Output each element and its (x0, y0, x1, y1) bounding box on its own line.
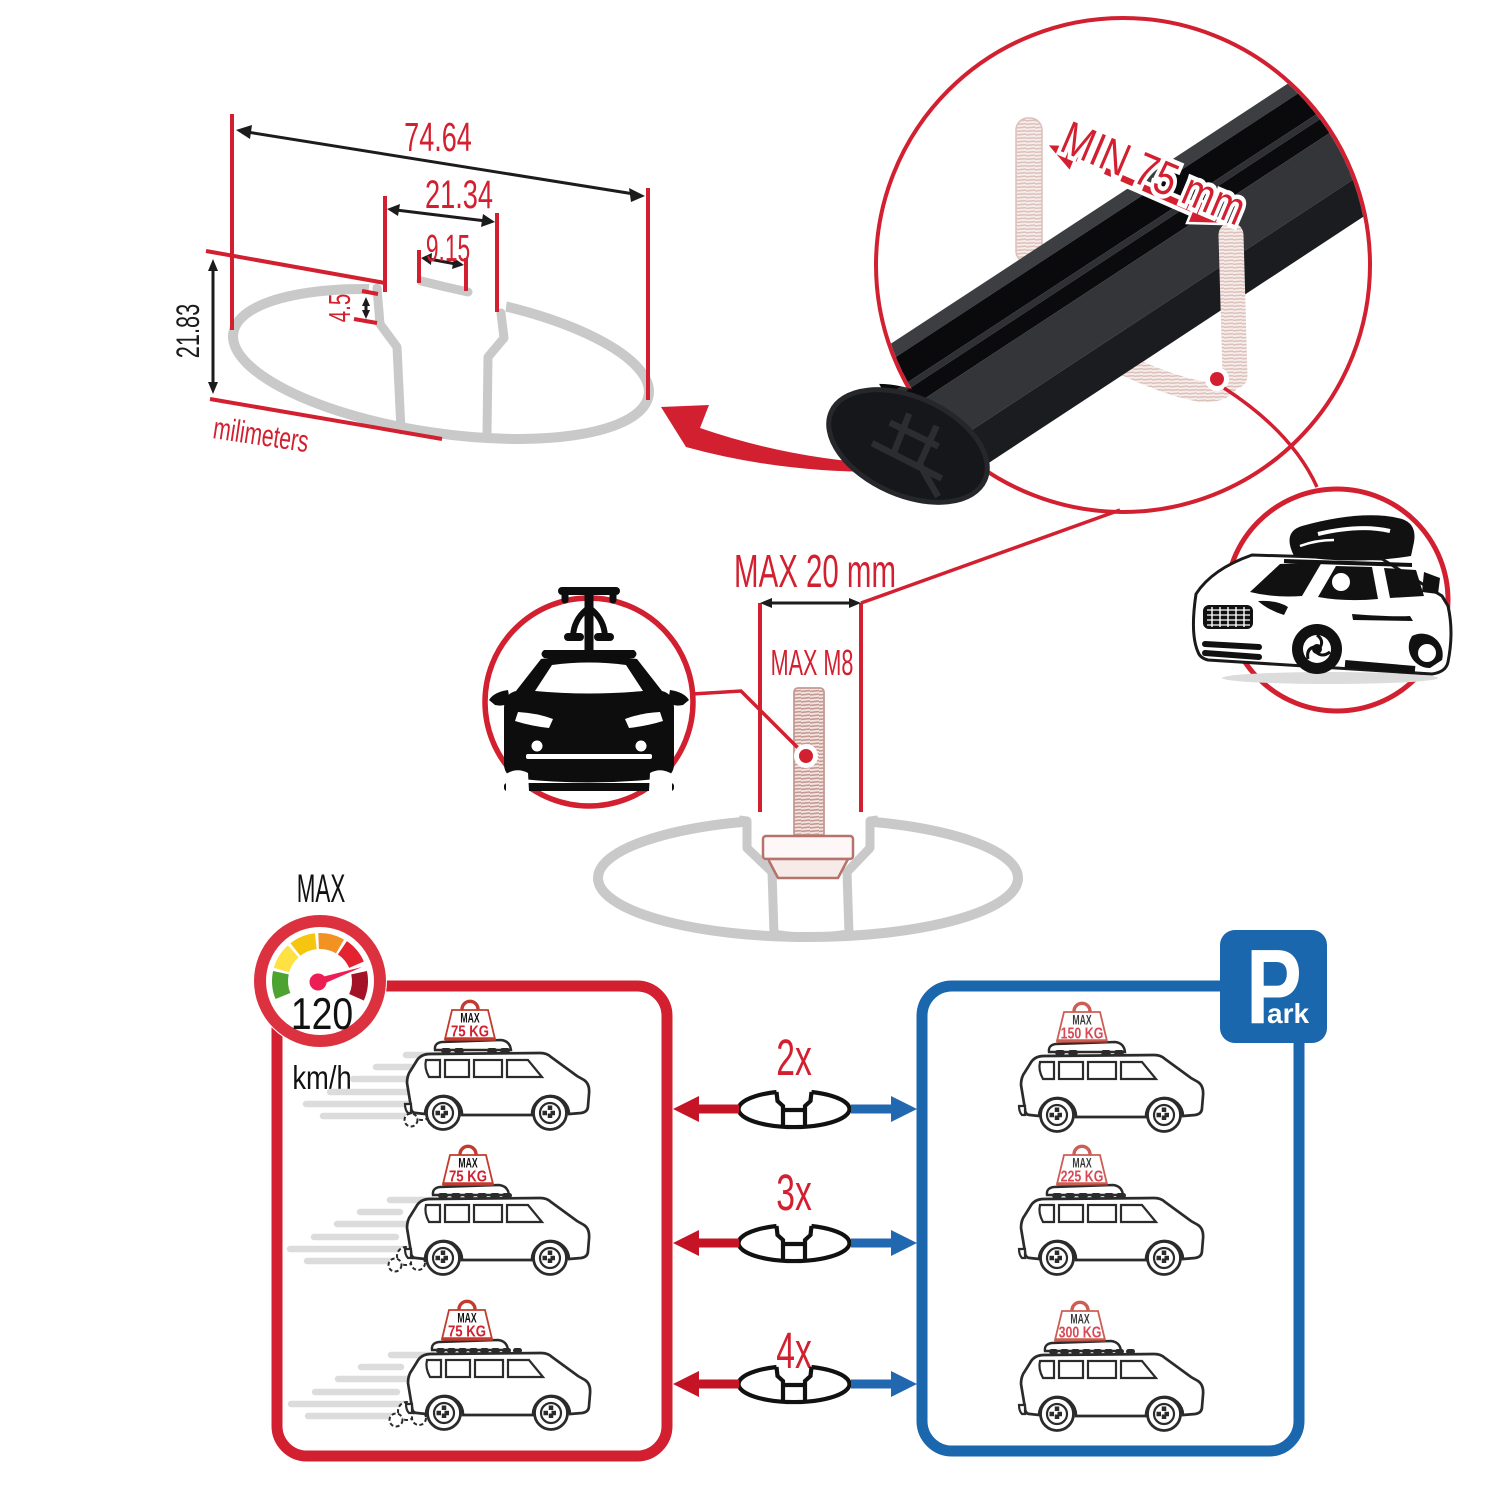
svg-text:74.64: 74.64 (404, 116, 472, 161)
svg-text:21.34: 21.34 (425, 173, 493, 217)
svg-text:3x: 3x (776, 1165, 812, 1222)
svg-text:4x: 4x (776, 1323, 812, 1380)
svg-text:75 KG: 75 KG (451, 1024, 489, 1041)
svg-text:9.15: 9.15 (426, 227, 470, 269)
svg-text:MAX 20 mm: MAX 20 mm (734, 547, 896, 598)
svg-text:120: 120 (291, 989, 353, 1039)
svg-text:225 KG: 225 KG (1061, 1167, 1104, 1185)
svg-text:2x: 2x (776, 1030, 812, 1087)
svg-text:MAX: MAX (297, 866, 346, 910)
svg-text:75 KG: 75 KG (448, 1324, 486, 1341)
svg-text:P: P (1246, 929, 1302, 1047)
svg-text:ark: ark (1267, 998, 1309, 1029)
svg-text:4.5: 4.5 (322, 294, 357, 322)
svg-text:75 KG: 75 KG (449, 1169, 487, 1186)
svg-text:21.83: 21.83 (170, 304, 206, 358)
svg-text:MAX M8: MAX M8 (771, 643, 854, 683)
svg-text:300 KG: 300 KG (1059, 1323, 1102, 1341)
svg-text:150 KG: 150 KG (1061, 1024, 1104, 1042)
